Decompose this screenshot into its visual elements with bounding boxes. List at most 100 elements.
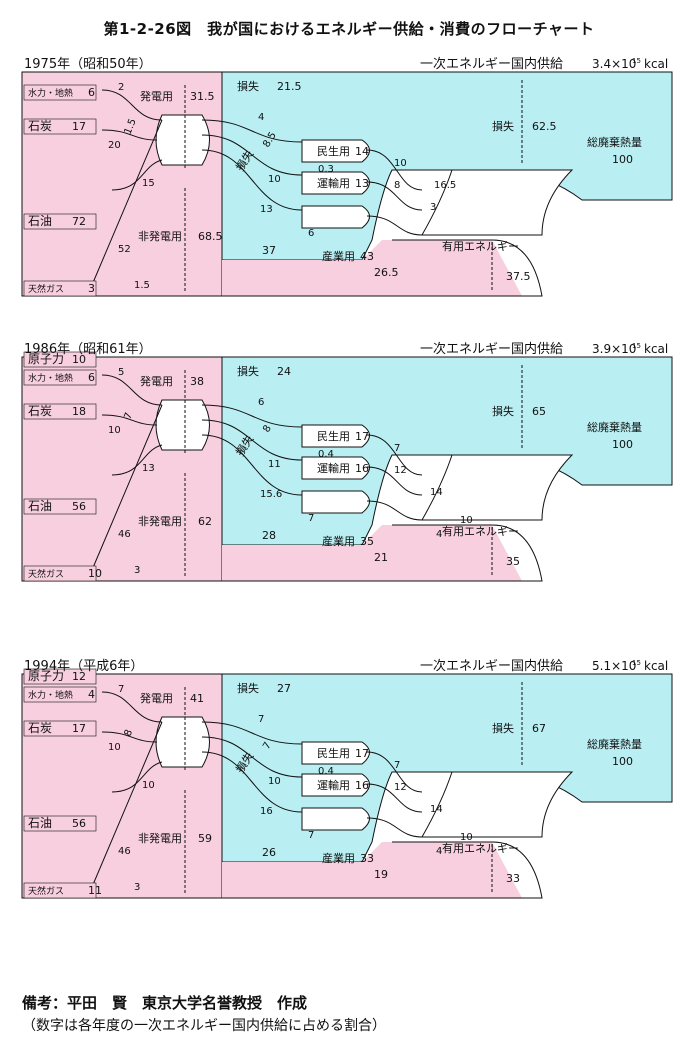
sector-to-loss-flow: [366, 149, 423, 191]
source-box: [23, 118, 97, 135]
source-box: [23, 403, 97, 420]
sector-name: 民生用: [317, 144, 350, 158]
source-name: 水力・地熱: [28, 689, 73, 701]
loss-main-label: 損失: [492, 721, 514, 735]
sector-value: 43: [360, 250, 374, 263]
source-box: [23, 351, 97, 368]
flow-value: 26.5: [374, 266, 399, 279]
flow-value: 7: [308, 513, 314, 524]
useful-energy-label: 有用エネルギー: [442, 524, 519, 538]
sector-value: 14: [355, 145, 369, 158]
flow-value: 1.5: [134, 280, 150, 291]
source-name: 水力・地熱: [28, 87, 73, 99]
year-label: 1994年（平成6年）: [24, 659, 143, 674]
sector-node: [301, 456, 370, 480]
source-box: [23, 565, 97, 582]
source-to-power-flow: [101, 691, 163, 723]
sector-node: [301, 424, 370, 448]
flow-value: 10: [394, 158, 407, 169]
flow-value: 16: [260, 806, 273, 817]
supply-label: 一次エネルギー国内供給: [420, 658, 563, 674]
source-name: 石炭: [28, 721, 52, 735]
source-name: 石油: [28, 499, 52, 513]
nonpower-value: 59: [198, 832, 212, 845]
sector-name: 産業用: [322, 250, 355, 263]
oil-to-power-flow: [111, 761, 163, 793]
power-label: 発電用: [140, 374, 173, 388]
primary-supply-area: [21, 673, 223, 899]
power-value: 41: [190, 692, 204, 705]
source-box: [23, 369, 97, 386]
source-value: 6: [88, 371, 95, 384]
source-box: [23, 882, 97, 899]
sector-name: 産業用: [322, 852, 355, 865]
power-label: 発電用: [140, 89, 173, 103]
flow-value: 3: [134, 565, 140, 576]
oil-to-power-flow: [111, 444, 163, 476]
flow-value: 11: [268, 459, 281, 470]
source-value: 56: [72, 500, 86, 513]
sector-node: [301, 205, 370, 229]
source-name: 石炭: [28, 404, 52, 418]
source-value: 11: [88, 884, 102, 897]
power-to-sector-flow: [201, 149, 303, 211]
source-value: 18: [72, 405, 86, 418]
loss-main-value: 67: [532, 722, 546, 735]
flow-value: 15: [142, 178, 155, 189]
nonpower-value: 68.5: [198, 230, 223, 243]
flow-value: 7: [394, 443, 400, 454]
sector-to-loss-flow: [366, 783, 423, 813]
flow-value: 13: [142, 463, 155, 474]
flow-value: 7: [258, 714, 264, 725]
waste-heat-label: 総廃棄熱量: [587, 420, 642, 434]
waste-heat-node: [421, 169, 574, 236]
source-value: 10: [72, 353, 86, 366]
source-name: 石油: [28, 214, 52, 228]
nonpower-label: 非発電用: [138, 514, 182, 528]
source-box: [23, 668, 97, 685]
waste-heat-node: [421, 771, 574, 838]
supply-value: 5.1×10: [592, 659, 636, 673]
flow-value: 19: [374, 868, 388, 881]
sector-value: 16: [355, 779, 369, 792]
loss-main-value: 65: [532, 405, 546, 418]
sector-node: [301, 490, 370, 514]
sector-value: 16: [355, 462, 369, 475]
waste-heat-label: 総廃棄熱量: [587, 135, 642, 149]
source-value: 6: [88, 86, 95, 99]
sector-name: 運輸用: [317, 461, 350, 475]
loss-top-label: 損失: [237, 681, 259, 695]
waste-heat-value: 100: [612, 438, 633, 451]
flow-value: 4: [258, 112, 264, 123]
flow-value: 14: [430, 487, 443, 498]
flow-value: 20: [108, 140, 121, 151]
sector-name: 民生用: [317, 429, 350, 443]
flow-value: 3: [430, 202, 436, 213]
source-to-power-flow: [101, 731, 158, 743]
flow-value: 5: [118, 367, 124, 378]
sector-to-loss-flow: [366, 215, 423, 236]
power-value: 31.5: [190, 90, 215, 103]
sector-node: [301, 741, 370, 765]
oil-to-power-flow: [111, 159, 163, 191]
flow-value: 4: [436, 846, 442, 857]
power-to-sector-flow: [201, 404, 303, 428]
supply-exponent: 15: [632, 342, 641, 350]
flow-value: 15.6: [260, 489, 282, 500]
nonpower-value: 62: [198, 515, 212, 528]
sector-name: 運輸用: [317, 778, 350, 792]
power-to-sector-flow: [201, 736, 303, 778]
loss-top-value: 27: [277, 682, 291, 695]
source-box: [23, 815, 97, 832]
power-generation-node: [155, 716, 210, 768]
waste-heat-node: [421, 454, 574, 521]
flow-value: 8: [123, 728, 136, 738]
flow-value: 8: [394, 180, 400, 191]
flow-value: 46: [118, 846, 131, 857]
sector-to-loss-flow: [366, 817, 423, 838]
gas-to-power-flow: [91, 721, 163, 888]
remark-sub: （数字は各年度の一次エネルギー国内供給に占める割合）: [22, 1018, 386, 1034]
useful-energy-value: 37.5: [506, 270, 531, 283]
